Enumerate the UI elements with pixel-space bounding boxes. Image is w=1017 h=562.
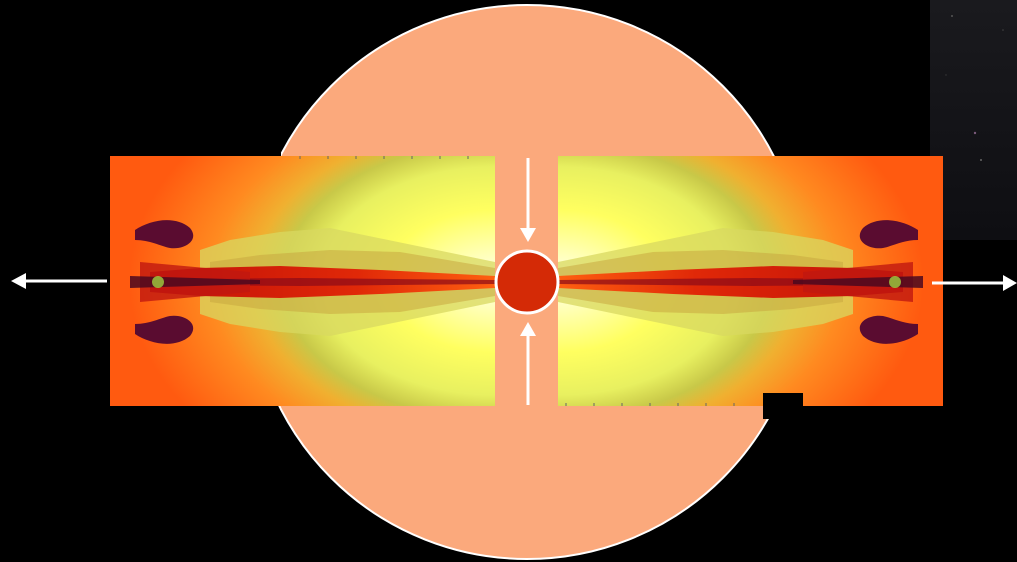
- outflow-left-arrow: [11, 273, 107, 289]
- inflow-top-arrow: [520, 158, 536, 242]
- inflow-bottom-arrow: [520, 322, 536, 405]
- left-notch: [255, 140, 281, 156]
- outflow-right-arrow: [932, 275, 1017, 291]
- central-core: [494, 249, 560, 315]
- right-notch: [763, 393, 803, 419]
- left-lobe-structure: [130, 220, 260, 344]
- panel-ticks: [299, 156, 735, 406]
- photo-inset: [930, 0, 1017, 240]
- right-lobe-structure: [793, 220, 923, 344]
